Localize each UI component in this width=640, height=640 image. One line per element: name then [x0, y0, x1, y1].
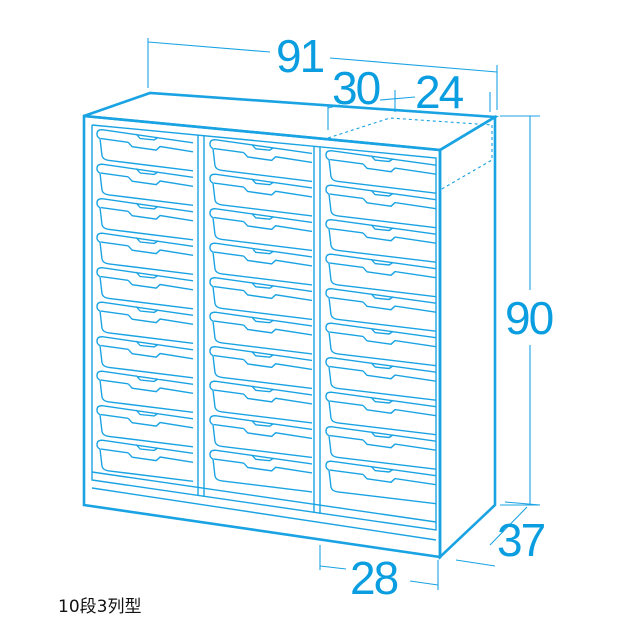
drawer[interactable] [96, 198, 194, 241]
inner-frame [91, 124, 437, 531]
drawer[interactable] [325, 391, 437, 436]
drawer[interactable] [325, 322, 437, 367]
cabinet-body [82, 91, 500, 561]
drawer[interactable] [209, 173, 313, 217]
drawer[interactable] [209, 139, 313, 183]
drawer[interactable] [96, 405, 194, 448]
inner-depth-label: 28 [350, 552, 398, 604]
drawer[interactable] [325, 253, 437, 298]
drawer[interactable] [325, 460, 437, 505]
drawer[interactable] [209, 449, 313, 493]
drawer[interactable] [209, 346, 313, 390]
drawer[interactable] [209, 277, 313, 321]
width-label: 91 [276, 30, 324, 82]
model-caption: 10段3列型 [58, 597, 142, 617]
drawer[interactable] [96, 129, 194, 172]
drawer[interactable] [96, 267, 194, 310]
drawer[interactable] [209, 311, 313, 355]
depth-b-label: 24 [415, 66, 464, 118]
drawer-grid [96, 129, 437, 505]
drawer[interactable] [209, 415, 313, 459]
base-line [91, 487, 437, 541]
drawer[interactable] [96, 301, 194, 344]
height-label: 90 [505, 292, 553, 344]
drawer[interactable] [325, 150, 437, 194]
drawer[interactable] [96, 232, 194, 275]
depth-label: 37 [497, 514, 545, 566]
cabinet-side [438, 114, 497, 561]
drawer[interactable] [325, 426, 437, 470]
depth-a-label: 30 [332, 62, 380, 114]
dimension-lines [147, 38, 541, 590]
drawer[interactable] [96, 439, 194, 482]
drawer[interactable] [325, 184, 437, 229]
bottom-shelf [91, 471, 437, 523]
drawer[interactable] [96, 163, 194, 206]
drawer[interactable] [96, 336, 194, 379]
drawer[interactable] [209, 208, 313, 252]
depth-dashed-line [327, 117, 493, 139]
drawer[interactable] [325, 288, 437, 332]
drawer[interactable] [96, 370, 194, 413]
drawer[interactable] [325, 219, 437, 263]
drawer[interactable] [325, 357, 437, 401]
drawer[interactable] [209, 242, 313, 286]
drawer[interactable] [209, 380, 313, 424]
